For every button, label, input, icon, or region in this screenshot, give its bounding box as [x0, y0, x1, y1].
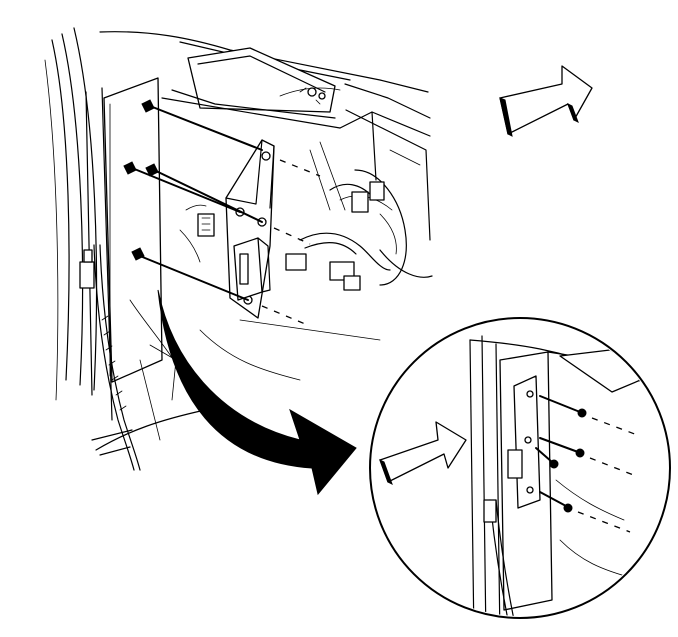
- detail-fastener-3: [535, 447, 559, 469]
- hinge-pillar-panel: [103, 77, 163, 383]
- detail-fastener-1: [539, 395, 641, 437]
- detail-view-arrow: [379, 421, 467, 486]
- detail-fastener-2: [539, 437, 637, 477]
- instrument-panel-structure: [99, 31, 433, 286]
- detail-fastener-4: [539, 491, 631, 533]
- view-direction-arrow: [499, 65, 593, 137]
- bolt-upper: [141, 99, 321, 177]
- bolt-lower: [131, 247, 311, 327]
- a-pillar: [44, 27, 113, 421]
- control-module: [233, 237, 271, 301]
- bolt-middle-2: [145, 163, 311, 245]
- detail-pointer-arrow: [157, 289, 357, 496]
- pillar-wiring-harness: [79, 244, 141, 471]
- harness-connectors: [285, 181, 397, 291]
- small-connector-on-dash: [179, 204, 215, 263]
- detail-magnified-view: [369, 317, 671, 619]
